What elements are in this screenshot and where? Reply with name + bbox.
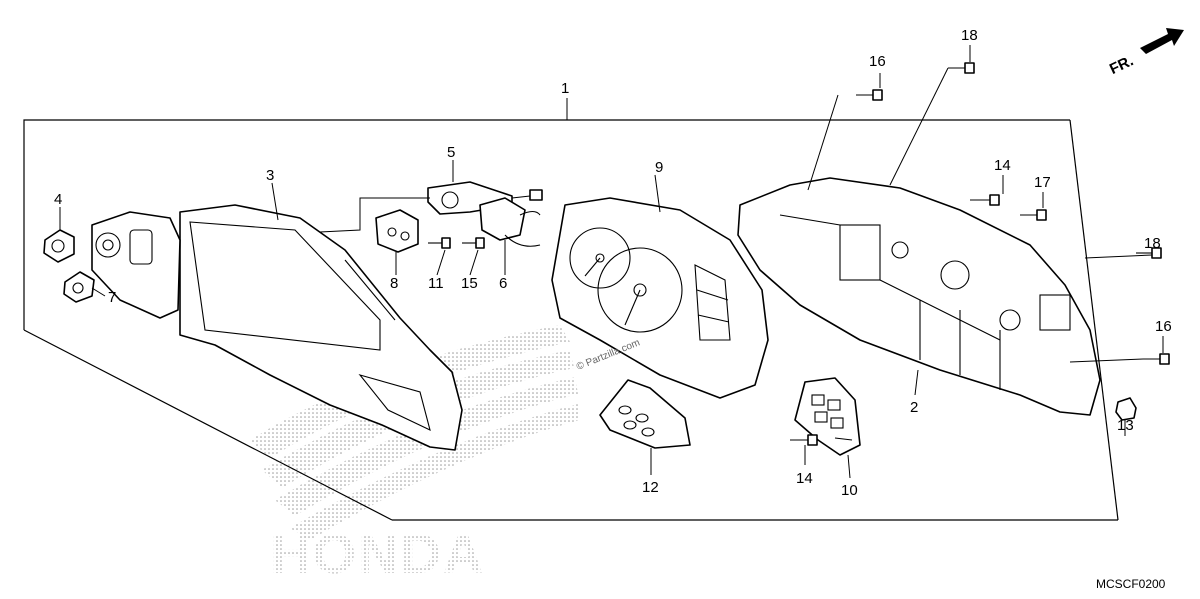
screw-part-17	[1020, 209, 1047, 221]
switch-board-part-10	[794, 377, 861, 456]
callout-8: 8	[390, 275, 398, 292]
callout-18-top: 18	[961, 27, 978, 44]
screw-part-18-top	[948, 62, 975, 74]
callout-15: 15	[461, 275, 478, 292]
cap-part-4	[43, 229, 75, 263]
rear-case-part-2	[737, 177, 1101, 416]
cushion-part-13	[1115, 397, 1137, 421]
callout-1: 1	[561, 80, 569, 97]
screw-part-11	[428, 237, 451, 249]
screw-part-15	[462, 237, 485, 249]
side-housing	[91, 211, 181, 319]
callout-2: 2	[910, 399, 918, 416]
callout-9: 9	[655, 159, 663, 176]
screw-part-16-top	[856, 89, 883, 101]
honda-logo-text: HONDA	[270, 522, 485, 585]
callout-10: 10	[841, 482, 858, 499]
callout-7: 7	[108, 289, 116, 306]
callout-14-top: 14	[994, 157, 1011, 174]
screw-part-18-right	[1136, 247, 1162, 259]
leader-lines	[59, 45, 1164, 479]
front-label: FR.	[1107, 52, 1136, 78]
switch-plate-part-12	[599, 379, 691, 449]
callout-18-right: 18	[1144, 235, 1161, 252]
callout-16-top: 16	[869, 53, 886, 70]
honda-wing-logo: HONDA	[250, 325, 580, 585]
callout-14-bottom: 14	[796, 470, 813, 487]
front-direction-marker: FR.	[1107, 28, 1184, 78]
callout-6: 6	[499, 275, 507, 292]
callout-4: 4	[54, 191, 62, 208]
screw-part-14-bottom	[790, 434, 818, 446]
callout-12: 12	[642, 479, 659, 496]
meter-visor	[179, 204, 463, 451]
screw-part-14-top	[970, 194, 1000, 206]
callout-labels: 1 3 4 7 5 8 11 15 6 9 12 14 10 2 13 16 1…	[54, 27, 1172, 499]
callout-16-right: 16	[1155, 318, 1172, 335]
diagram-code: MCSCF0200	[1096, 577, 1166, 591]
assembly-frame	[23, 119, 1119, 521]
callout-11: 11	[428, 275, 444, 292]
callout-17: 17	[1034, 174, 1051, 191]
callout-3: 3	[266, 167, 274, 184]
screw-part-16-right	[1143, 353, 1170, 365]
connector-part-8	[375, 209, 419, 253]
callout-13: 13	[1117, 417, 1134, 434]
meter-panel	[551, 197, 769, 399]
harness-part-6	[479, 197, 541, 247]
callout-5: 5	[447, 144, 455, 161]
grommet-part-7	[63, 271, 95, 303]
